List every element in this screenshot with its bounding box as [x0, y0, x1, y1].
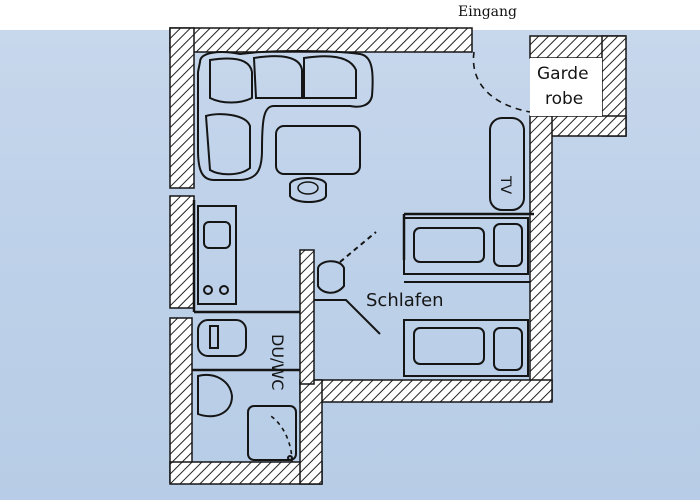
coffee-table	[275, 125, 361, 175]
shower-drain-icon	[287, 455, 293, 461]
sofa-arm-side	[204, 113, 251, 176]
partition-bath-bedroom	[299, 249, 315, 385]
toilet-icon	[197, 374, 234, 418]
tv-label: TV	[497, 175, 513, 195]
header-strip	[0, 0, 700, 30]
sofa-cushion-1	[209, 57, 253, 104]
sofa-back	[197, 50, 374, 181]
wall-bedroom-bottom	[299, 379, 553, 403]
shower-tray-icon	[247, 405, 297, 461]
washbasin-icon	[197, 319, 247, 357]
wardrobe-label-line2: robe	[545, 89, 583, 109]
walls	[169, 27, 627, 485]
tv-stand	[489, 117, 525, 211]
sofa-cushion-3	[303, 55, 357, 99]
sink-icon	[203, 221, 231, 249]
stove-burner-icon-1	[203, 285, 213, 295]
wardrobe-label-line1: Garde	[537, 64, 589, 84]
wall-bath-bottom	[169, 461, 323, 485]
bed-lower	[403, 319, 529, 377]
bed-upper-pillow	[413, 227, 485, 263]
bedroom-door-arc	[339, 231, 377, 263]
wall-left-bath	[169, 317, 193, 483]
bathroom-label: DU/WC	[268, 334, 287, 390]
bed-lower-headboard	[493, 327, 523, 371]
kitchen-counter	[197, 205, 237, 305]
kitchenette	[197, 205, 237, 305]
bedroom-chair-icon	[317, 260, 345, 294]
entrance-label: Eingang	[458, 4, 518, 20]
wall-top-left	[169, 27, 473, 53]
bed-upper-headboard	[493, 223, 523, 267]
entrance-door-swing	[472, 51, 531, 113]
bed-lower-pillow	[413, 327, 485, 365]
wall-left-kitchen	[169, 195, 195, 309]
bathroom-fixtures	[197, 319, 297, 461]
pouf-seat	[297, 181, 319, 195]
washbasin-tap	[209, 325, 219, 349]
wall-bath-right	[299, 379, 323, 485]
wall-left-upper	[169, 27, 195, 189]
bathroom-door-arc	[267, 413, 293, 463]
bedroom-furniture	[314, 217, 530, 377]
bedroom-label: Schlafen	[366, 290, 444, 311]
corner-sofa	[197, 50, 374, 181]
pouf	[289, 177, 327, 203]
wall-right	[529, 115, 553, 401]
wardrobe-block	[530, 58, 602, 116]
stove-burner-icon-2	[219, 285, 229, 295]
bedroom-door-swing	[314, 299, 381, 335]
bed-upper	[403, 217, 529, 275]
sofa-cushion-2	[252, 55, 303, 99]
thin-partitions	[192, 200, 534, 372]
